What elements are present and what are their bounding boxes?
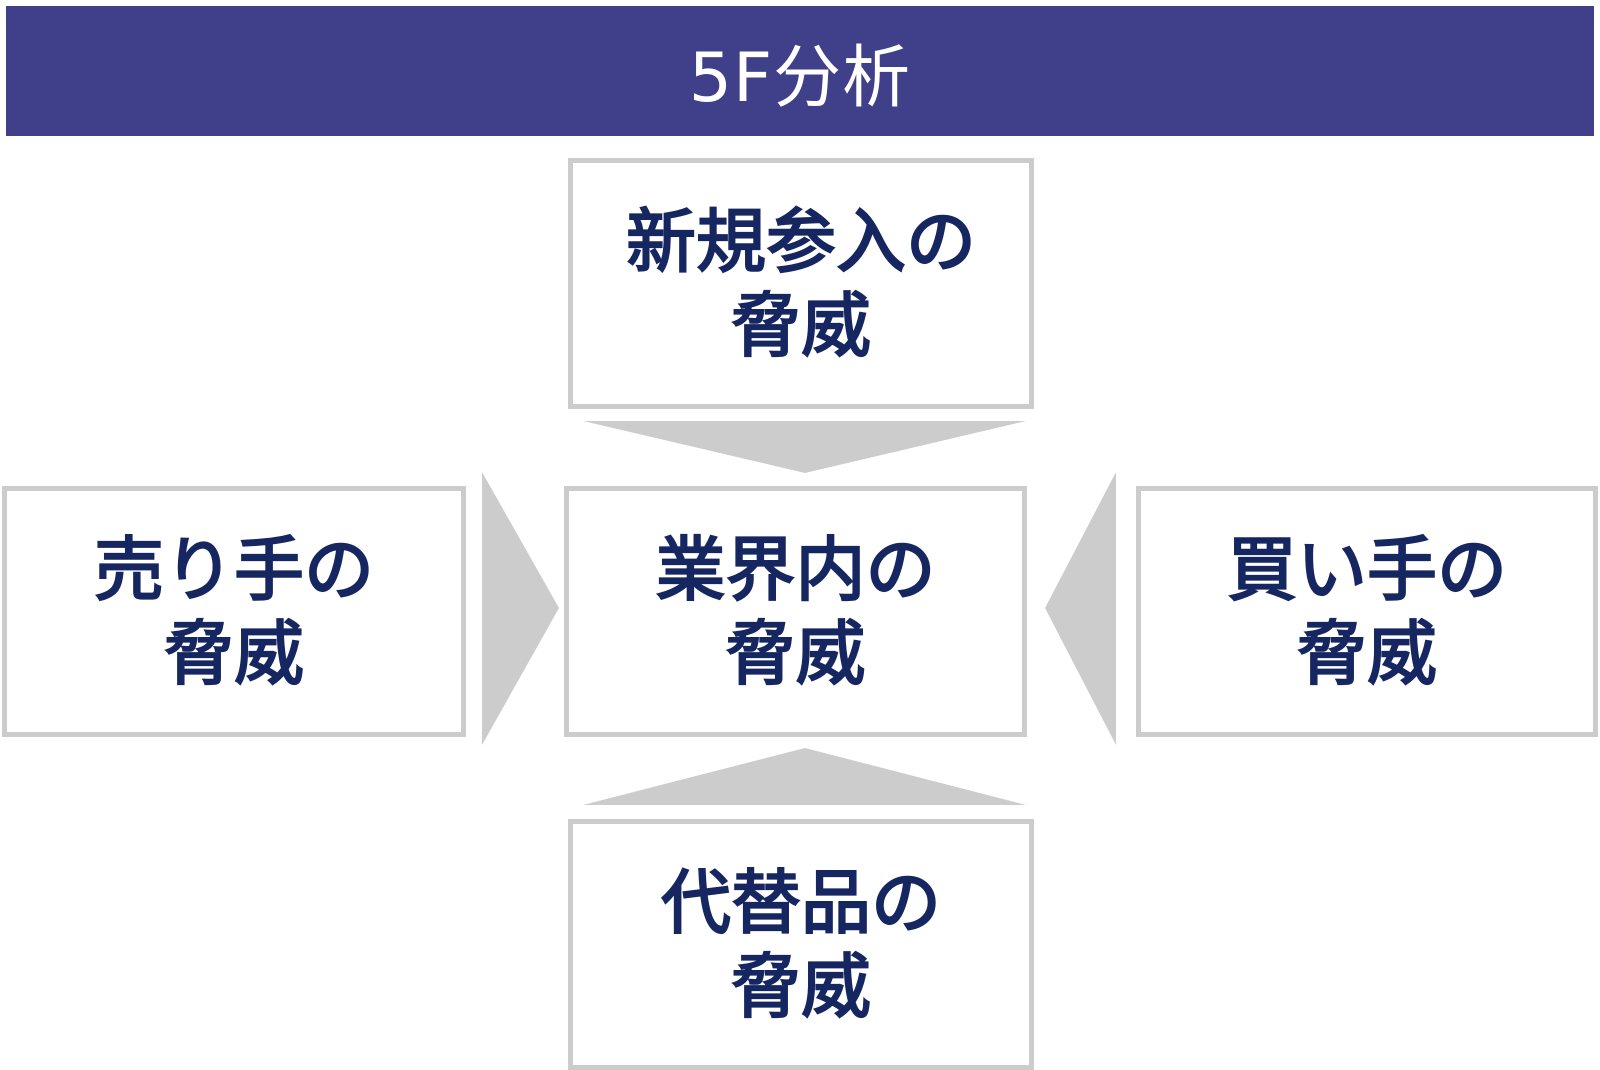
arrow-up-icon <box>583 748 1026 805</box>
new-entrants-label: 新規参入の 脅威 <box>626 200 976 367</box>
suppliers-box: 売り手の 脅威 <box>2 486 466 737</box>
buyers-label: 買い手の 脅威 <box>1227 528 1507 695</box>
new-entrants-box: 新規参入の 脅威 <box>568 158 1034 409</box>
arrow-down-icon <box>583 421 1026 473</box>
substitutes-box: 代替品の 脅威 <box>568 819 1034 1070</box>
buyers-box: 買い手の 脅威 <box>1136 486 1598 737</box>
arrow-right-icon <box>482 472 559 745</box>
industry-rivalry-label: 業界内の 脅威 <box>655 528 936 695</box>
diagram-title: 5F分析 <box>688 38 912 118</box>
title-banner: 5F分析 <box>6 6 1594 136</box>
industry-rivalry-box: 業界内の 脅威 <box>564 486 1027 737</box>
arrow-left-icon <box>1045 472 1116 745</box>
suppliers-label: 売り手の 脅威 <box>94 528 374 695</box>
substitutes-label: 代替品の 脅威 <box>661 861 941 1028</box>
